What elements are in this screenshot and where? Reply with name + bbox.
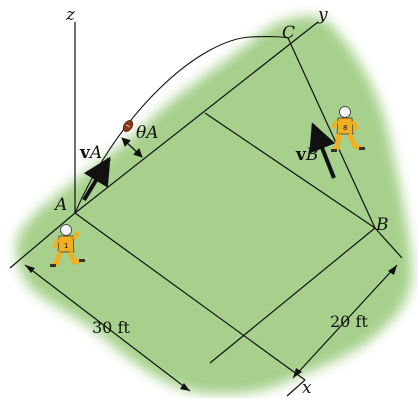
dim-20ft-line bbox=[292, 264, 398, 379]
x-axis-label: x bbox=[302, 378, 312, 398]
ball-trajectory bbox=[74, 36, 289, 214]
field-area bbox=[16, 16, 413, 395]
point-b-label: B bbox=[375, 215, 389, 235]
z-axis-label: z bbox=[65, 5, 76, 25]
dimension-20ft-label: 20 ft bbox=[330, 312, 368, 331]
point-c-label: C bbox=[282, 23, 295, 43]
ext-line-x bbox=[286, 379, 306, 397]
dim-30ft-line bbox=[24, 264, 191, 392]
midline bbox=[204, 112, 376, 229]
theta-angle-arrow bbox=[121, 137, 143, 158]
football-player-icon: 1 bbox=[50, 224, 85, 269]
y-axis-label: y bbox=[317, 5, 328, 25]
velocity-a-arrow bbox=[82, 156, 111, 202]
goal-line-bx bbox=[209, 227, 376, 364]
dimension-arrows bbox=[25, 265, 397, 391]
velocity-b-label: vB bbox=[295, 145, 318, 165]
x-axis bbox=[74, 212, 306, 381]
velocity-a-label: vA bbox=[79, 143, 102, 163]
theta-a-label: θA bbox=[136, 123, 159, 143]
svg-text:1: 1 bbox=[64, 242, 68, 250]
football-icon bbox=[122, 120, 134, 132]
football-player-icon: 8 bbox=[331, 106, 365, 153]
svg-text:8: 8 bbox=[343, 124, 347, 132]
velocity-b-arrow bbox=[309, 122, 336, 179]
y-axis bbox=[74, 21, 319, 214]
ext-line-a bbox=[9, 212, 76, 269]
ext-line-b bbox=[374, 227, 403, 259]
point-a-label: A bbox=[53, 195, 67, 215]
field-lines bbox=[9, 21, 403, 397]
dimension-30ft-label: 30 ft bbox=[92, 318, 130, 337]
